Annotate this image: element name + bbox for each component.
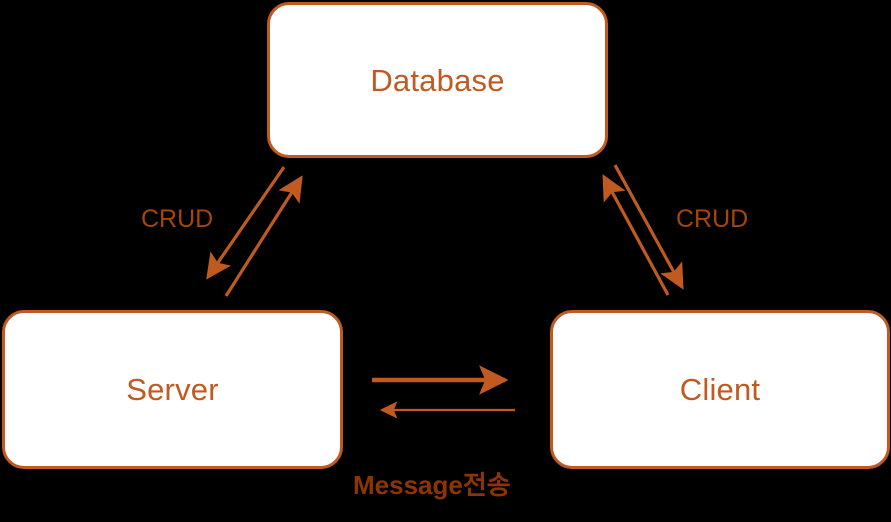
arrow-server-to-database: [224, 175, 303, 297]
node-database[interactable]: Database: [267, 2, 608, 158]
arrow-database-to-server: [206, 166, 286, 280]
node-database-label: Database: [370, 62, 505, 98]
node-server-label: Server: [126, 372, 219, 407]
edge-label-message: Message전송: [353, 470, 511, 500]
node-client[interactable]: Client: [550, 310, 890, 469]
edge-label-crud-right: CRUD: [676, 205, 749, 233]
arrow-database-to-client: [613, 164, 684, 290]
arrow-client-to-database: [602, 174, 670, 296]
edge-label-crud-left: CRUD: [141, 205, 214, 233]
node-client-label: Client: [679, 372, 761, 407]
node-server[interactable]: Server: [2, 310, 343, 469]
